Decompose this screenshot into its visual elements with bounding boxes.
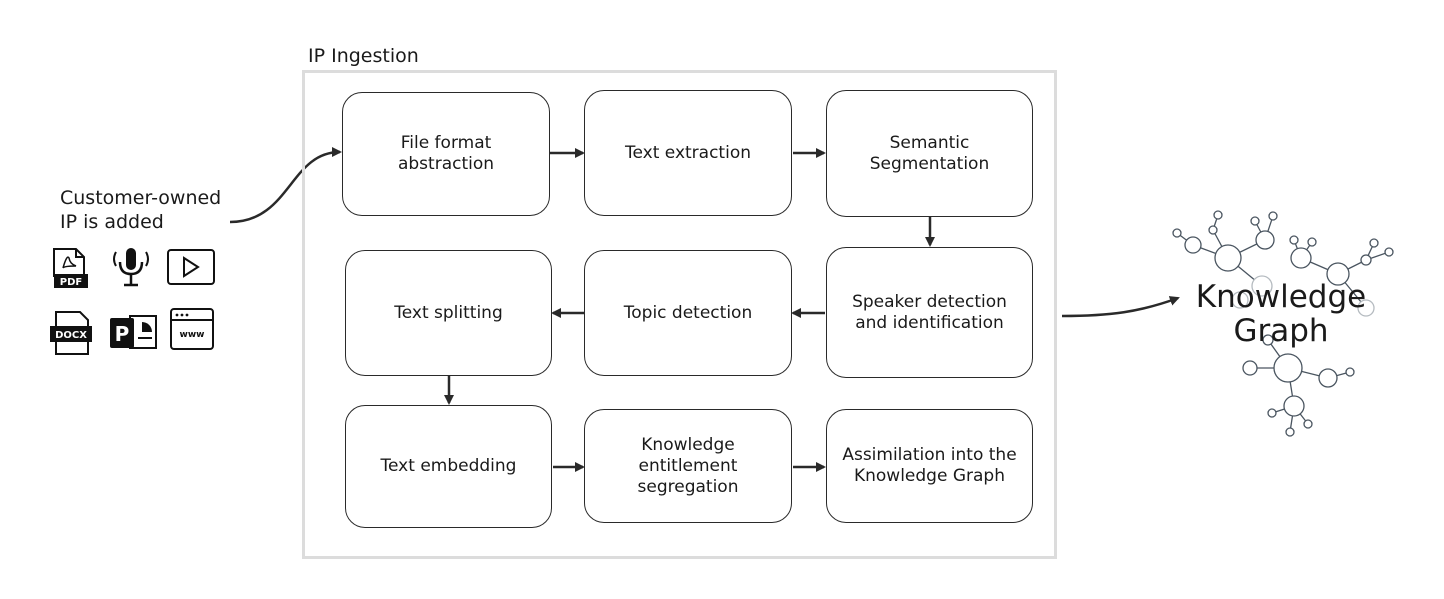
pdf-icon: PDF (53, 248, 88, 288)
web-page-icon-label: www (180, 330, 205, 340)
powerpoint-icon-label: P (115, 322, 130, 346)
ip-ingestion-container (302, 70, 1057, 559)
container-title: IP Ingestion (308, 45, 419, 67)
docx-icon: DOCX (50, 311, 92, 355)
step-semantic-segmentation: Semantic Segmentation (826, 90, 1033, 217)
step-text-embedding: Text embedding (345, 405, 552, 528)
output-arrow (1061, 296, 1180, 318)
step-file-format-abstraction: File format abstraction (342, 92, 550, 216)
step-topic-detection: Topic detection (584, 250, 792, 376)
docx-icon-label: DOCX (55, 330, 87, 341)
step-assimilation: Assimilation into the Knowledge Graph (826, 409, 1033, 523)
step-knowledge-entitlement: Knowledge entitlement segregation (584, 409, 792, 523)
pdf-icon-label: PDF (60, 277, 82, 288)
video-play-icon (167, 249, 215, 285)
knowledge-graph-label: Knowledge Graph (1195, 279, 1367, 349)
step-text-extraction: Text extraction (584, 90, 792, 216)
input-arrow (229, 147, 342, 224)
knowledge-graph-network (1172, 210, 1394, 437)
step-speaker-detection: Speaker detection and identification (826, 247, 1033, 378)
web-page-icon: www (170, 308, 214, 350)
microphone-icon (113, 248, 149, 287)
step-text-splitting: Text splitting (345, 250, 552, 376)
powerpoint-icon: P (110, 315, 157, 349)
source-label: Customer-owned IP is added (60, 187, 222, 233)
